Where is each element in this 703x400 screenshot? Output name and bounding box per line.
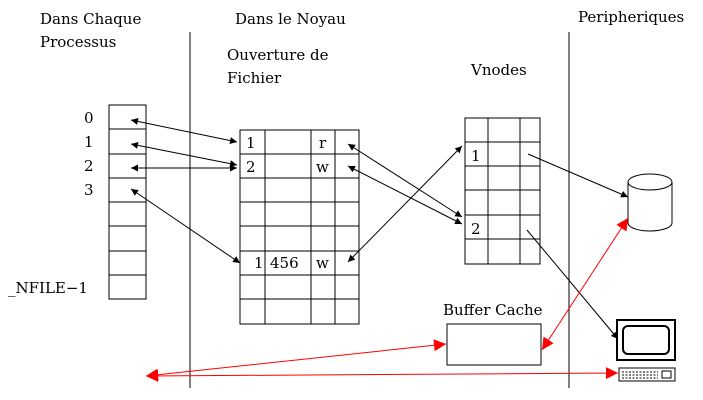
arrow-vnode1-disk: [527, 153, 629, 198]
arrow-fd1-file2: [130, 141, 238, 168]
fd-label-nfile: _NFILE−1: [8, 279, 88, 297]
file-row-3-offset: 456: [270, 254, 299, 272]
fd-label-0: 0: [84, 109, 94, 127]
file-table-title-line2: Fichier: [227, 69, 282, 87]
header-process-line2: Processus: [40, 33, 116, 51]
monitor-icon: [616, 319, 676, 361]
buffer-cache-label: Buffer Cache: [443, 301, 543, 319]
file-row-3-mode: w: [316, 254, 329, 272]
vnodes-table: [464, 117, 541, 265]
red-arrow-disk-buffer: [541, 217, 629, 351]
file-table: [239, 129, 360, 325]
buffer-cache-box: [446, 323, 542, 366]
arrow-fd0-file1: [130, 117, 238, 145]
red-arrow-process-keyboard: [145, 367, 619, 382]
arrow-vnode2-monitor: [526, 229, 619, 340]
file-row-2-mode: w: [316, 158, 329, 176]
vnodes-title: Vnodes: [470, 61, 527, 79]
header-kernel: Dans le Noyau: [235, 10, 346, 28]
arrow-fd3-file3: [130, 188, 241, 264]
file-row-3-index: 1: [254, 254, 264, 272]
header-process-line1: Dans Chaque: [40, 10, 141, 28]
arrow-file3-vnode1: [347, 145, 463, 263]
file-row-1-mode: r: [319, 134, 327, 152]
arrow-file1-vnode2: [347, 143, 463, 218]
disk-icon: [627, 173, 673, 232]
vnode-label-2: 2: [471, 220, 481, 238]
keyboard-icon: [618, 367, 676, 382]
file-row-1-index: 1: [246, 134, 256, 152]
file-row-2-index: 2: [246, 158, 256, 176]
fd-table: [108, 104, 147, 300]
fd-label-3: 3: [84, 181, 94, 199]
fd-label-2: 2: [84, 157, 94, 175]
vnode-label-1: 1: [471, 147, 481, 165]
red-arrow-process-buffer: [145, 339, 447, 381]
arrow-file2-vnode2: [347, 165, 463, 225]
fd-label-1: 1: [84, 133, 94, 151]
file-table-title-line1: Ouverture de: [227, 46, 329, 64]
header-devices: Peripheriques: [578, 8, 684, 26]
